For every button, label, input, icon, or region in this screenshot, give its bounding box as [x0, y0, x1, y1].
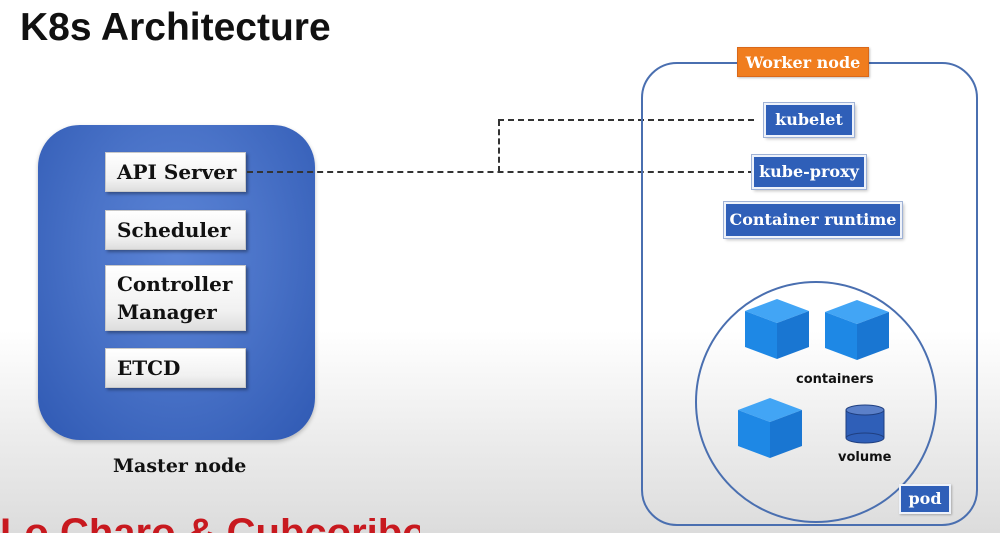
- kube-proxy-label: kube-proxy: [759, 162, 859, 181]
- pod-circle: [695, 281, 937, 523]
- master-node-label: Master node: [113, 455, 247, 477]
- etcd-label: ETCD: [117, 356, 181, 380]
- bottom-banner-text: Lo Charo & Cubcoribo: [0, 518, 420, 533]
- etcd-box: ETCD: [105, 348, 246, 388]
- connector-vertical: [498, 120, 500, 172]
- volume-icon: [845, 404, 885, 444]
- controller-manager-label-line1: Controller: [117, 272, 233, 296]
- volume-label: volume: [838, 450, 892, 465]
- kubelet-label: kubelet: [775, 110, 843, 129]
- pod-label: pod: [899, 484, 951, 514]
- api-server-label: API Server: [117, 160, 237, 184]
- controller-manager-label-line2: Manager: [117, 300, 217, 324]
- container-runtime-label: Container runtime: [729, 210, 897, 229]
- connector-to-kubelet: [498, 119, 754, 121]
- scheduler-label: Scheduler: [117, 218, 231, 242]
- container-runtime-box: Container runtime: [723, 201, 903, 239]
- kubelet-box: kubelet: [763, 102, 855, 138]
- container-icon: [745, 299, 809, 359]
- container-icon: [825, 300, 889, 360]
- kube-proxy-box: kube-proxy: [751, 154, 867, 190]
- controller-manager-box: Controller Manager: [105, 265, 246, 331]
- api-server-box: API Server: [105, 152, 246, 192]
- worker-node-label: Worker node: [737, 47, 869, 77]
- page-title: K8s Architecture: [20, 6, 331, 49]
- container-icon: [738, 398, 802, 458]
- scheduler-box: Scheduler: [105, 210, 246, 250]
- containers-label: containers: [796, 372, 874, 387]
- bottom-banner: Lo Charo & Cubcoribo: [0, 518, 420, 533]
- connector-api-to-kube-proxy: [247, 171, 754, 173]
